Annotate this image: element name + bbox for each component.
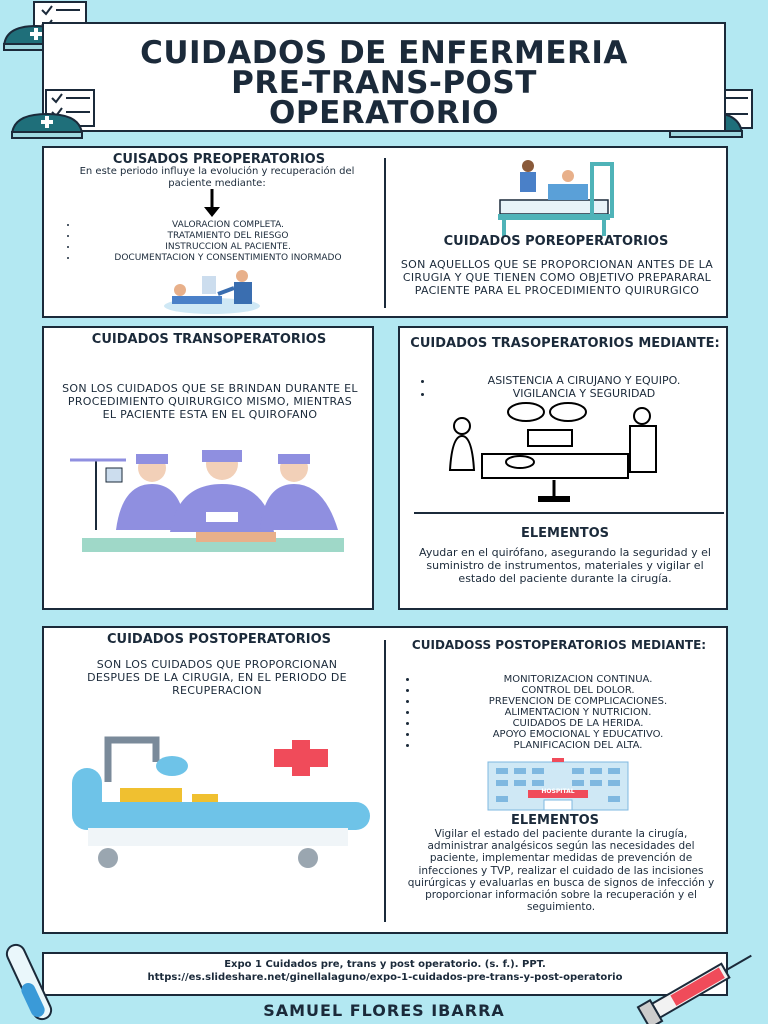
list-item: CONTROL DEL DOLOR.	[418, 685, 738, 696]
transop-text: SON LOS CUIDADOS QUE SE BRINDAN DURANTE …	[62, 382, 358, 421]
transop-elements-text: Ayudar en el quirófano, asegurando la se…	[419, 546, 711, 585]
list-item: CUIDADOS DE LA HERIDA.	[418, 718, 738, 729]
reference-line-1: Expo 1 Cuidados pre, trans y post operat…	[224, 959, 546, 970]
section-divider	[384, 640, 386, 922]
nurse-cap-icon	[10, 112, 84, 139]
postop-mediante-heading: CUIDADOSS POSTOPERATORIOS MEDIANTE:	[411, 638, 707, 652]
syringe-icon	[636, 954, 752, 1024]
list-item: DOCUMENTACION Y CONSENTIMIENTO INORMADO	[78, 253, 378, 264]
list-item: MONITORIZACION CONTINUA.	[418, 674, 738, 685]
list-item: INSTRUCCION AL PACIENTE.	[78, 242, 378, 253]
list-item: VALORACION COMPLETA.	[78, 220, 378, 231]
title-line-3: OPERATORIO	[269, 95, 499, 131]
preop-intro: En este periodo influye la evolución y r…	[79, 166, 355, 189]
poreop-heading: CUIDADOS POREOPERATORIOS	[443, 234, 669, 249]
postop-elements-heading: ELEMENTOS	[510, 813, 600, 828]
list-item: VIGILANCIA Y SEGURIDAD	[434, 387, 734, 400]
preop-heading: CUISADOS PREOPERATORIOS	[112, 152, 326, 167]
page-title: CUIDADOS DE ENFERMERIA PRE-TRANS-POST OP…	[44, 35, 724, 131]
recovery-bed-illustration	[72, 736, 370, 868]
title-line-2: PRE-TRANS-POST	[231, 65, 537, 101]
section-divider	[384, 158, 386, 308]
postop-elements-text: Vigilar el estado del paciente durante l…	[407, 828, 715, 914]
hospital-sign: HOSPITAL	[541, 788, 575, 795]
test-tube-icon	[5, 943, 53, 1021]
transop-mediante-list: ASISTENCIA A CIRUJANO Y EQUIPO.VIGILANCI…	[414, 374, 734, 400]
list-item: ALIMENTACION Y NUTRICION.	[418, 707, 738, 718]
operating-room-illustration	[448, 402, 657, 502]
title-panel: CUIDADOS DE ENFERMERIA PRE-TRANS-POST OP…	[42, 22, 726, 132]
patient-care-illustration	[164, 270, 260, 314]
postop-mediante-list: MONITORIZACION CONTINUA.CONTROL DEL DOLO…	[398, 674, 738, 751]
hospital-building-illustration	[487, 758, 629, 811]
poreop-text: SON AQUELLOS QUE SE PROPORCIONAN ANTES D…	[400, 258, 714, 297]
list-item: APOYO EMOCIONAL Y EDUCATIVO.	[418, 729, 738, 740]
postop-heading: CUIDADOS POSTOPERATORIOS	[106, 632, 332, 647]
author-name: SAMUEL FLORES IBARRA	[263, 1001, 505, 1020]
preop-panel: CUISADOS PREOPERATORIOS En este periodo …	[42, 146, 728, 318]
transop-elements-heading: ELEMENTOS	[520, 526, 610, 541]
title-line-1: CUIDADOS DE ENFERMERIA	[140, 35, 628, 71]
list-item: TRATAMIENTO DEL RIESGO	[78, 231, 378, 242]
transop-mediante-panel: CUIDADOS TRASOPERATORIOS MEDIANTE: ASIST…	[398, 326, 728, 610]
transop-panel: CUIDADOS TRANSOPERATORIOS SON LOS CUIDAD…	[42, 326, 374, 610]
hospital-bed-illustration	[498, 160, 614, 236]
section-divider	[414, 512, 724, 514]
reference-panel: Expo 1 Cuidados pre, trans y post operat…	[42, 952, 728, 996]
preop-list: VALORACION COMPLETA.TRATAMIENTO DEL RIES…	[58, 220, 378, 264]
transop-heading: CUIDADOS TRANSOPERATORIOS	[91, 332, 327, 347]
list-item: PLANIFICACION DEL ALTA.	[418, 740, 738, 751]
transop-mediante-heading: CUIDADOS TRASOPERATORIOS MEDIANTE:	[410, 336, 720, 351]
arrow-down-icon	[204, 189, 220, 217]
surgical-team-illustration	[70, 450, 344, 552]
reference-link[interactable]: https://es.slideshare.net/ginellalaguno/…	[147, 972, 623, 983]
postop-text: SON LOS CUIDADOS QUE PROPORCIONAN DESPUE…	[87, 658, 347, 697]
postop-panel: CUIDADOS POSTOPERATORIOS SON LOS CUIDADO…	[42, 626, 728, 934]
list-item: ASISTENCIA A CIRUJANO Y EQUIPO.	[434, 374, 734, 387]
red-cross-icon	[274, 740, 328, 776]
list-item: PREVENCION DE COMPLICACIONES.	[418, 696, 738, 707]
